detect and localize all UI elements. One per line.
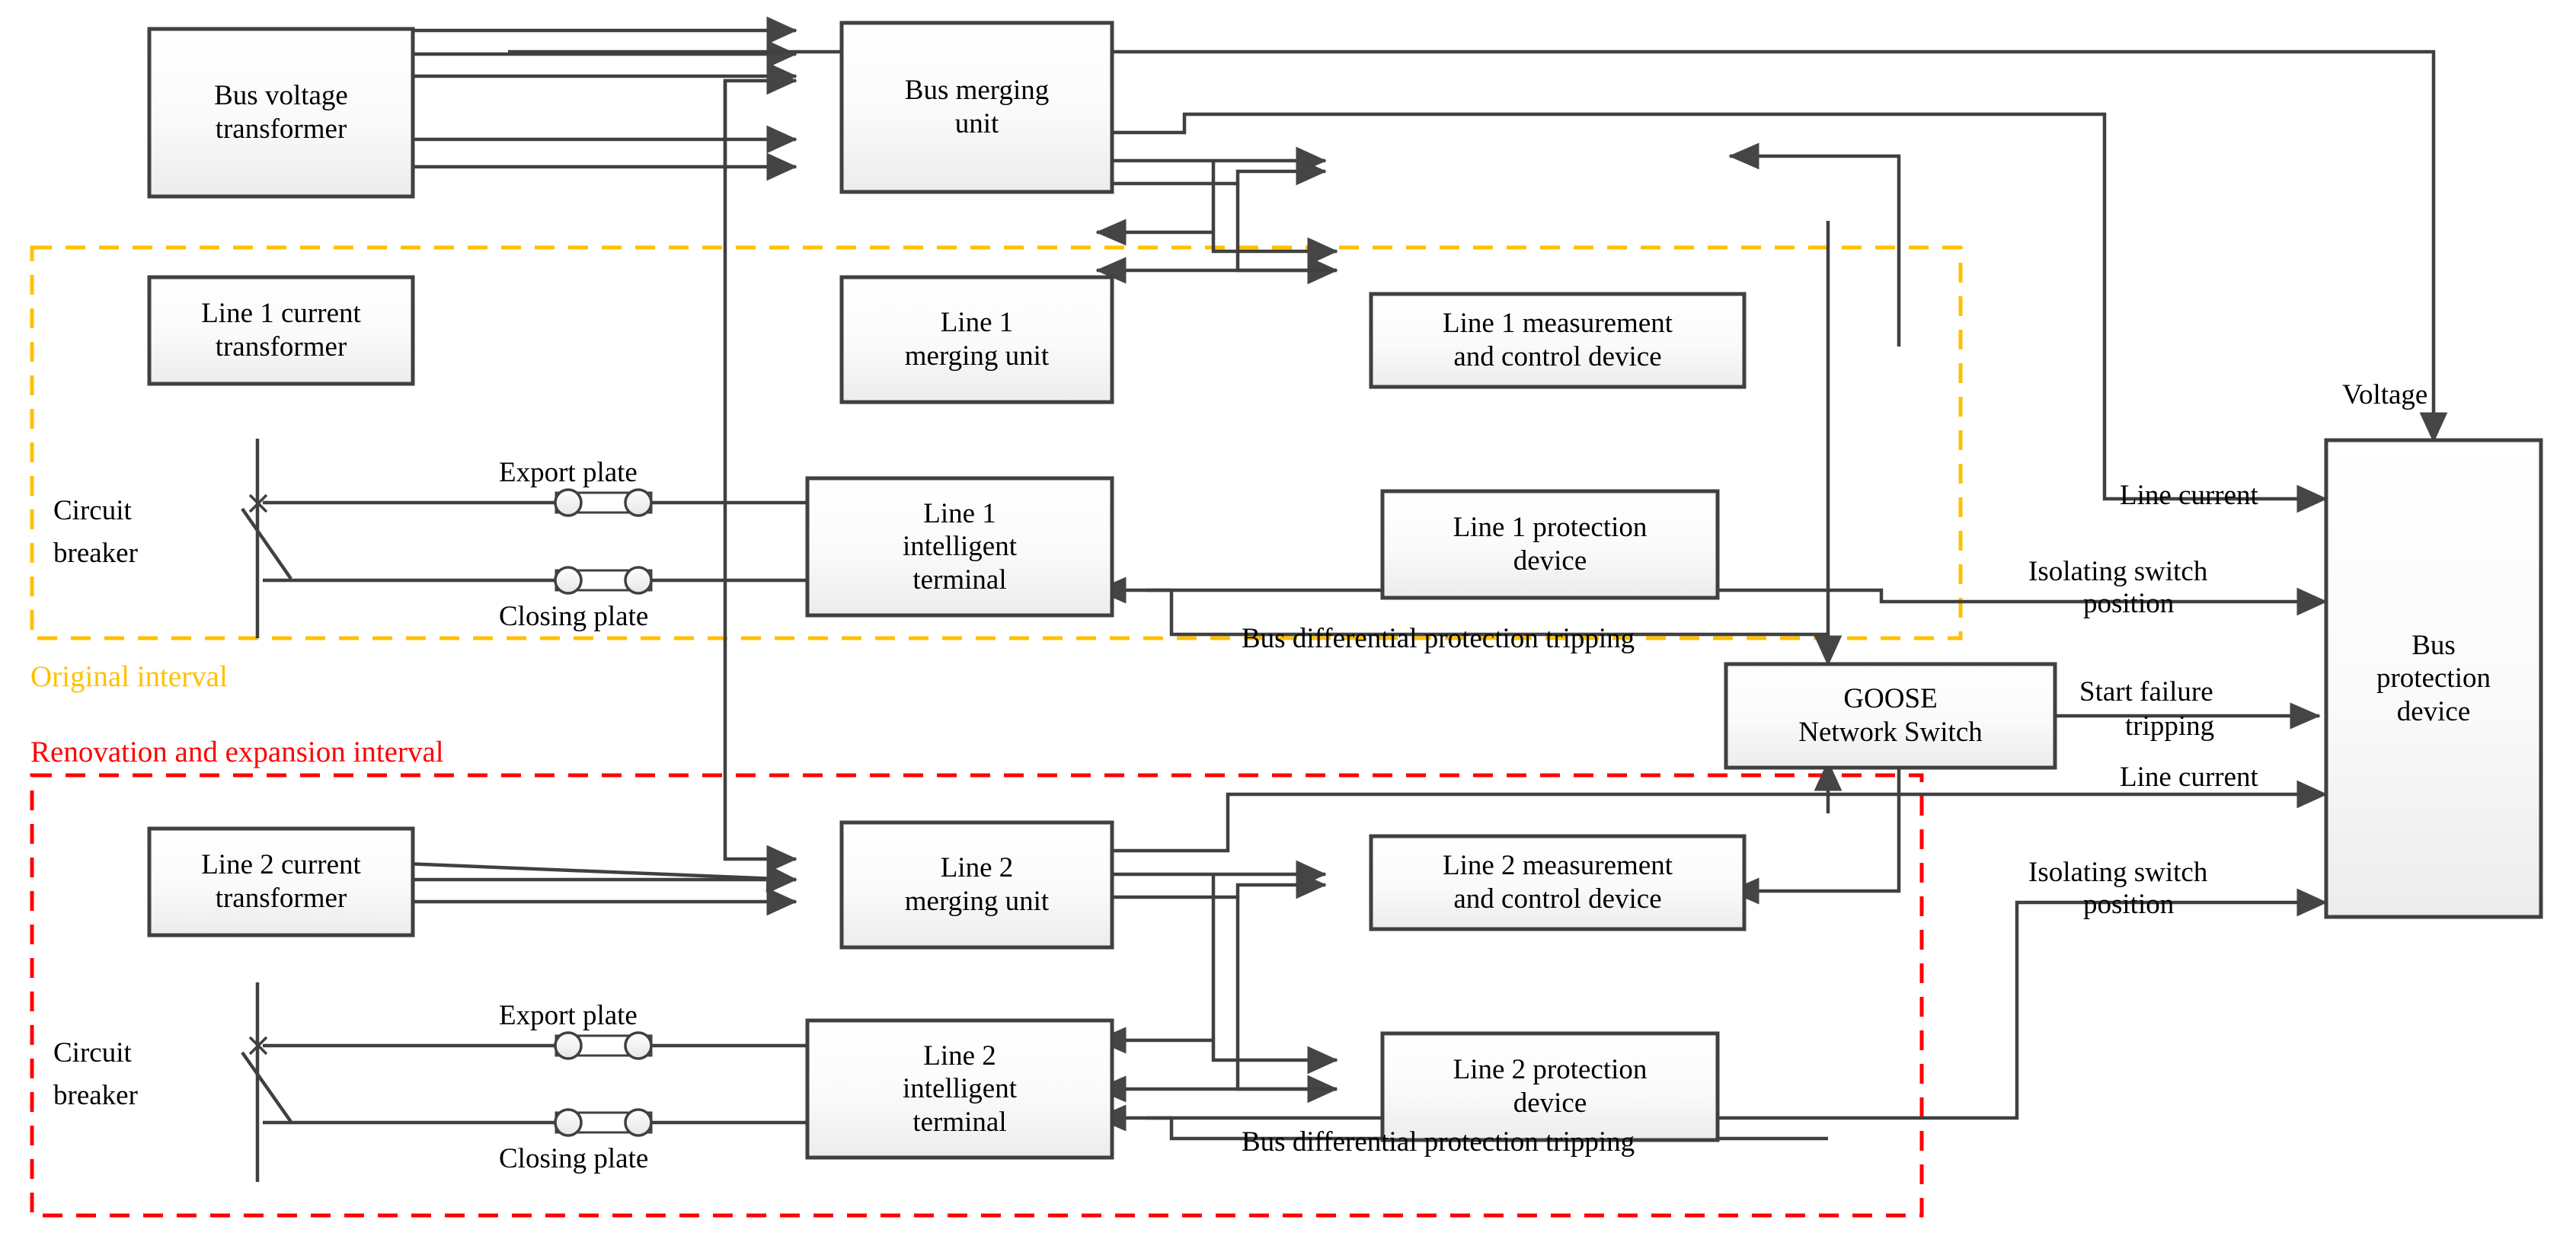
annotation-bus-diff-tripping-1: Bus differential protection tripping (1242, 623, 1635, 654)
annotation-circuit-breaker-1-line2: breaker (53, 538, 138, 569)
zone-label-original-interval: Original interval (30, 660, 228, 693)
annotation-start-failure: Start failure (2079, 676, 2213, 707)
export-plate-1-icon[interactable] (554, 488, 653, 517)
box-line1-protection-device[interactable] (1380, 489, 1720, 600)
wire-line2mu-to-bpd-linecurrent (980, 780, 2328, 853)
box-line2-measurement-control[interactable] (1369, 834, 1747, 931)
annotation-line-current-2: Line current (2120, 762, 2258, 793)
annotation-line-current-1: Line current (2120, 480, 2258, 511)
box-line1-measurement-control[interactable] (1369, 292, 1747, 389)
zone-renovation-interval (30, 773, 1924, 1218)
box-bus-merging-unit[interactable] (839, 21, 1114, 194)
annotation-isolating-switch-1-line2: position (2083, 588, 2175, 619)
wire-sharedbus-to-bmu-4 (723, 66, 797, 171)
annotation-closing-plate-2: Closing plate (499, 1143, 649, 1174)
circuit-breaker-marks (248, 493, 268, 1056)
boxes-group (147, 21, 2543, 1160)
cb2-x-icon (248, 1036, 268, 1056)
wire-line1mu-to-protection (1211, 161, 1338, 266)
annotation-voltage: Voltage (2342, 379, 2428, 410)
box-line2-protection-device[interactable] (1380, 1031, 1720, 1142)
annotation-start-failure-tripping: tripping (2125, 711, 2215, 742)
box-bus-protection-device[interactable] (2324, 438, 2543, 919)
annotation-isolating-switch-2-line2: position (2083, 889, 2175, 920)
annotation-export-plate-1: Export plate (499, 457, 638, 488)
zone-original-interval (30, 245, 1963, 640)
export-plate-2-icon[interactable] (554, 1031, 653, 1060)
closing-plate-2-icon[interactable] (554, 1108, 653, 1137)
zone-label-renovation-interval: Renovation and expansion interval (30, 736, 444, 768)
wire-shared-vertical-bus (723, 81, 797, 874)
box-line2-merging-unit[interactable] (839, 820, 1114, 950)
wire-goose-to-line1mcd (1728, 142, 1901, 347)
box-line2-intelligent-terminal[interactable] (805, 1018, 1114, 1160)
wire-line2mu-to-protection (1211, 874, 1338, 1075)
annotation-circuit-breaker-2-line1: Circuit (53, 1037, 132, 1068)
annotation-export-plate-2: Export plate (499, 1000, 638, 1031)
box-line1-merging-unit[interactable] (839, 275, 1114, 404)
wire-goose-to-line1it-busdiff (1095, 576, 1828, 637)
wire-goose-to-line2mcd (1728, 765, 1901, 905)
closing-plate-1-icon[interactable] (554, 566, 653, 595)
annotation-isolating-switch-1-line1: Isolating switch (2028, 556, 2208, 587)
annotation-circuit-breaker-1-line1: Circuit (53, 495, 132, 526)
annotation-bus-diff-tripping-2: Bus differential protection tripping (1242, 1126, 1635, 1158)
box-line1-intelligent-terminal[interactable] (805, 476, 1114, 618)
box-bus-voltage-transformer[interactable] (147, 27, 415, 199)
annotation-closing-plate-1: Closing plate (499, 601, 649, 632)
wire-cb1-blade (241, 507, 292, 580)
cb1-x-icon (248, 493, 268, 513)
wire-cb2-blade (241, 1051, 292, 1123)
annotation-isolating-switch-2-line1: Isolating switch (2028, 857, 2208, 888)
wire-line2it-isolating-to-bpd (1146, 888, 2328, 1120)
box-goose-network-switch[interactable] (1724, 662, 2057, 770)
box-line1-current-transformer[interactable] (147, 275, 415, 386)
wire-line1mu-branch-to-protection2 (1235, 184, 1338, 285)
wire-line1mu-to-bpd-linecurrent (980, 112, 2328, 513)
annotation-circuit-breaker-2-line2: breaker (53, 1080, 138, 1111)
box-line2-current-transformer[interactable] (147, 826, 415, 937)
wire-bmu-to-bpd-voltage (508, 50, 2448, 443)
plate-symbols-group (554, 488, 653, 1137)
